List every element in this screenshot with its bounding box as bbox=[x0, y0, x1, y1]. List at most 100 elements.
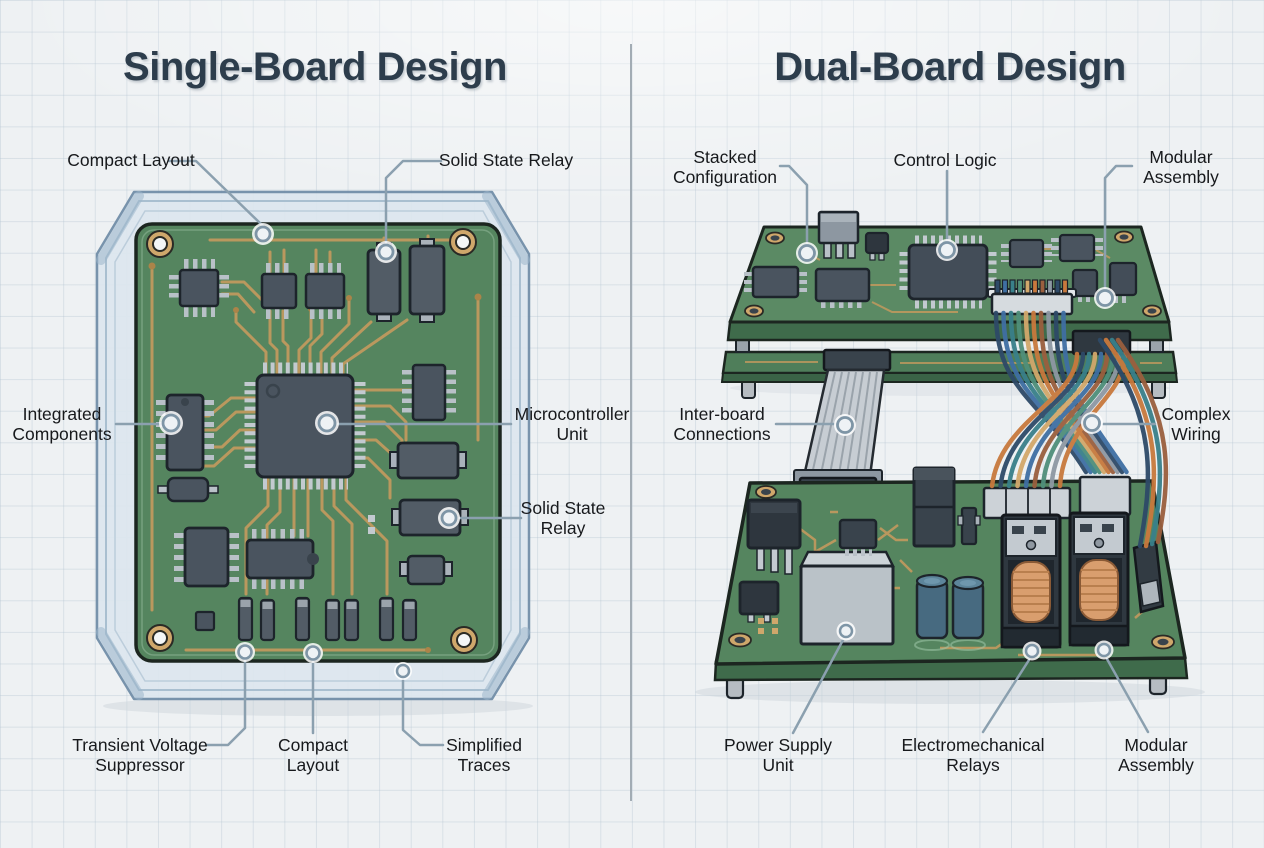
callout-power-supply-unit: Power Supply Unit bbox=[724, 735, 832, 775]
callout-dot bbox=[1022, 641, 1042, 661]
qfp-chip bbox=[178, 268, 220, 308]
single-board-illustration bbox=[95, 190, 533, 716]
ribbon-cable bbox=[793, 368, 886, 502]
callout-modular-assembly-bottom: Modular Assembly bbox=[1118, 735, 1194, 775]
soic-chip-vertical bbox=[411, 363, 447, 422]
callout-dot bbox=[315, 411, 339, 435]
soic-chip bbox=[1008, 238, 1045, 269]
callout-dots bbox=[159, 223, 1116, 680]
top-stacked-board bbox=[720, 210, 1179, 399]
dip-chip bbox=[183, 526, 230, 588]
callout-inter-board-connections: Inter-board Connections bbox=[673, 404, 771, 444]
standoff bbox=[735, 339, 750, 353]
logic-chip bbox=[814, 267, 871, 303]
callout-control-logic: Control Logic bbox=[893, 150, 997, 170]
leader-electromechanical-relays bbox=[981, 658, 1031, 734]
electromechanical-relay bbox=[1068, 511, 1130, 647]
callout-compact-layout-top: Compact Layout bbox=[67, 150, 195, 170]
callout-dot bbox=[159, 411, 183, 435]
trace-vias bbox=[148, 262, 482, 653]
callout-leader-lines bbox=[114, 159, 1157, 747]
leader-compact-layout-top bbox=[167, 159, 265, 228]
dual-board-title: Dual-Board Design bbox=[774, 45, 1126, 89]
wire-stubs bbox=[994, 279, 1069, 294]
leader-modular-assembly-top bbox=[1103, 164, 1134, 292]
soic-chip bbox=[260, 272, 298, 310]
electromechanical-relay bbox=[1000, 513, 1062, 649]
to220-regulator bbox=[746, 498, 802, 575]
callout-stacked-configuration: Stacked Configuration bbox=[672, 147, 778, 187]
relay-small bbox=[399, 554, 453, 586]
single-board-title: Single-Board Design bbox=[123, 45, 507, 89]
leader-transient-voltage-suppressor bbox=[204, 658, 247, 747]
crossed-wire-harness bbox=[989, 310, 1169, 549]
small-chip bbox=[1071, 268, 1099, 298]
edge-connector bbox=[1132, 540, 1165, 614]
corner-bumper bbox=[96, 627, 144, 700]
callout-microcontroller-unit: Microcontroller Unit bbox=[514, 404, 630, 444]
top-board-components bbox=[744, 210, 1138, 309]
callout-integrated-components: Integrated Components bbox=[12, 404, 112, 444]
soic-chip bbox=[751, 265, 800, 299]
corner-bumper bbox=[96, 191, 144, 265]
leader-stacked-configuration bbox=[778, 164, 809, 248]
small-component bbox=[957, 506, 981, 546]
small-chip bbox=[194, 610, 216, 632]
corner-bumper bbox=[482, 627, 530, 700]
resistor bbox=[157, 476, 219, 503]
standoff bbox=[1149, 339, 1164, 353]
chip-pins bbox=[156, 259, 456, 589]
mcu-pins bbox=[244, 362, 366, 490]
callout-dot bbox=[836, 621, 856, 641]
microcontroller-chip bbox=[255, 373, 355, 479]
callout-dot bbox=[1081, 412, 1103, 434]
callout-dot bbox=[303, 643, 323, 663]
callout-dot bbox=[252, 223, 274, 245]
electrolytic-capacitor bbox=[914, 573, 950, 651]
bottom-board-components bbox=[738, 466, 1165, 651]
callout-modular-assembly-top: Modular Assembly bbox=[1143, 147, 1219, 187]
corner-bumper bbox=[482, 191, 530, 265]
relay-horizontal bbox=[389, 441, 467, 480]
callout-dot bbox=[438, 507, 460, 529]
callout-solid-state-relay-side: Solid State Relay bbox=[520, 498, 606, 538]
suppressor-capacitor-row bbox=[237, 596, 418, 642]
leader-solid-state-relay-top bbox=[384, 159, 443, 246]
callout-complex-wiring: Complex Wiring bbox=[1161, 404, 1231, 444]
callout-dot bbox=[796, 242, 818, 264]
small-black-module bbox=[738, 580, 780, 623]
ribbon-header bbox=[822, 348, 892, 372]
callout-dot bbox=[235, 642, 255, 662]
wire-terminal-block bbox=[1078, 475, 1132, 517]
driver-chip bbox=[838, 518, 878, 550]
board-shadow bbox=[695, 680, 1205, 704]
callout-dot bbox=[394, 662, 412, 680]
callout-solid-state-relay-top: Solid State Relay bbox=[438, 150, 574, 170]
tall-dark-component bbox=[912, 466, 956, 548]
dual-board-illustration bbox=[695, 210, 1205, 704]
soic-chip bbox=[1058, 233, 1096, 263]
callout-dot bbox=[936, 239, 958, 261]
leader-simplified-traces bbox=[401, 678, 445, 747]
callout-dot bbox=[1094, 287, 1116, 309]
small-cap bbox=[864, 231, 890, 261]
board-mount-ovals bbox=[744, 230, 1162, 318]
callout-simplified-traces: Simplified Traces bbox=[446, 735, 522, 775]
callout-dot bbox=[375, 241, 397, 263]
power-connector bbox=[817, 210, 860, 259]
electrolytic-capacitor bbox=[950, 575, 986, 651]
bottom-power-board bbox=[713, 466, 1189, 700]
callout-electromechanical-relays: Electromechanical Relays bbox=[901, 735, 1045, 775]
leader-power-supply-unit bbox=[791, 638, 845, 735]
callout-transient-voltage-suppressor: Transient Voltage Suppressor bbox=[72, 735, 208, 775]
solid-state-relay-vertical bbox=[408, 238, 446, 323]
leader-modular-assembly-bottom bbox=[1105, 657, 1150, 734]
enclosure-shadow bbox=[103, 696, 533, 716]
small-chip bbox=[1108, 261, 1138, 297]
callout-compact-layout-bottom: Compact Layout bbox=[277, 735, 349, 775]
callout-dot bbox=[834, 414, 856, 436]
dip-chip-horizontal bbox=[245, 538, 319, 580]
panel-divider bbox=[630, 44, 632, 801]
